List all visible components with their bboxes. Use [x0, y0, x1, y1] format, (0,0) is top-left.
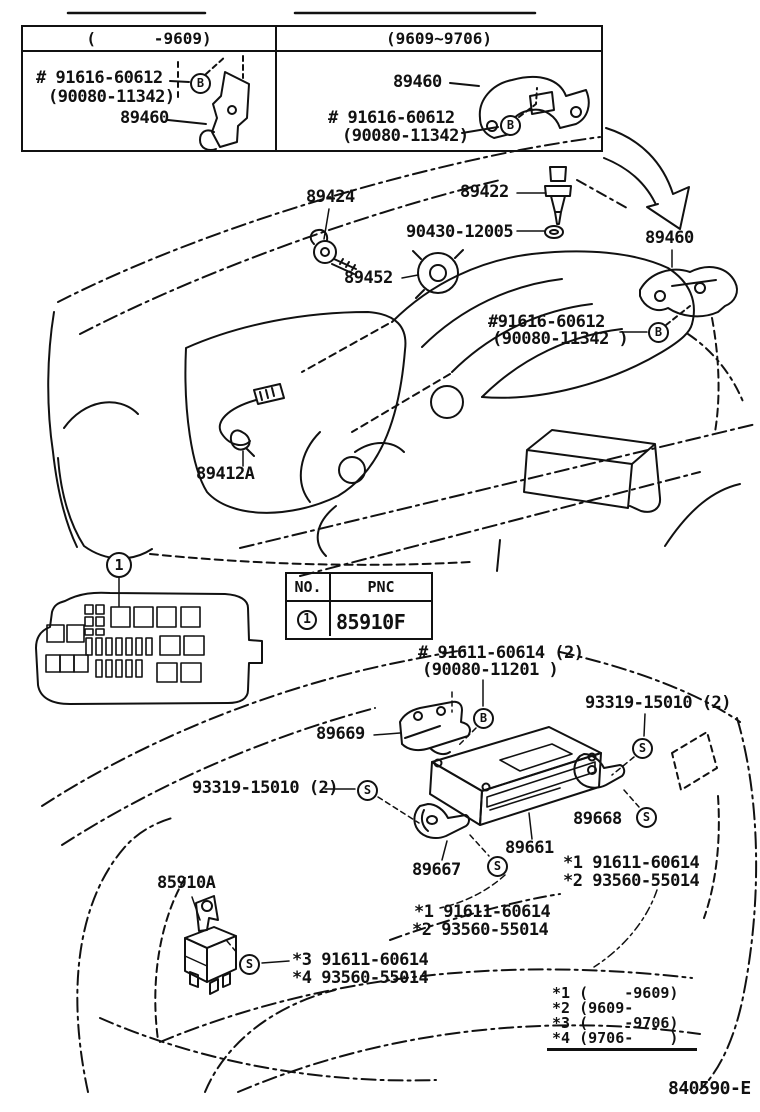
callout-1-row: 1	[297, 610, 317, 630]
fuse-box-drawing	[35, 577, 263, 705]
part-label-screws-mid-1: *1 91611-60614	[414, 902, 551, 922]
part-label-89452: 89452	[344, 268, 393, 288]
ecu-89661-drawing	[429, 726, 602, 826]
part-label-bolt-engine: #91616-60612	[488, 312, 605, 332]
fastener-symbol-b: B	[648, 322, 669, 343]
legend-row-3: *3 ( -9706)	[552, 1016, 678, 1031]
pnc-table: NO. PNC	[285, 572, 433, 640]
legend-mark: *4	[552, 1029, 571, 1047]
part-label-89424: 89424	[306, 187, 355, 207]
bracket-89668-drawing	[528, 753, 626, 840]
top-table-left-bracket-drawing	[167, 55, 250, 151]
part-label-89669: 89669	[316, 724, 365, 744]
legend-row-2: *2 (9609-	[552, 1001, 633, 1016]
legend-range: (9609-	[579, 999, 634, 1017]
part-label-bolt-early-sub: (90080-11342)	[48, 87, 175, 107]
sensor-89452-drawing	[401, 249, 464, 299]
part-label-bolt-late: # 91616-60612	[328, 108, 455, 128]
legend-row-1: *1 ( -9609)	[552, 986, 678, 1001]
oxygen-sensor-89412A-drawing	[219, 383, 285, 467]
fastener-symbol-s: S	[636, 807, 657, 828]
relay-85910A-drawing	[184, 895, 237, 995]
legend-mark: *2	[552, 999, 571, 1017]
legend-mark: *1	[552, 984, 571, 1002]
bracket-89669-drawing	[373, 700, 471, 756]
glove-box-dashed-rect	[671, 731, 718, 791]
fastener-symbol-b: B	[190, 73, 211, 94]
bracket-89460-engine-drawing	[619, 249, 738, 333]
part-label-91611-60614-top: # 91611-60614 (2)	[418, 643, 584, 663]
fastener-symbol-s: S	[357, 780, 378, 801]
leader-lines	[226, 679, 658, 968]
part-label-bolt-engine-sub: (90080-11342 )	[492, 329, 629, 349]
engine-compartment-drawing	[47, 136, 757, 577]
pnc-value-85910F: 85910F	[336, 610, 406, 634]
part-label-89460-engine: 89460	[645, 228, 694, 248]
fastener-symbol-b: B	[473, 708, 494, 729]
table-column-divider	[275, 52, 277, 150]
part-label-93319-right: 93319-15010 (2)	[585, 693, 732, 713]
fastener-symbol-s: S	[487, 856, 508, 877]
arrow-icon	[603, 127, 690, 230]
sensor-89422-drawing	[516, 166, 572, 225]
legend-range: ( -9706)	[579, 1014, 679, 1032]
part-label-screws-mid-2: *2 93560-55014	[412, 920, 549, 940]
bracket-89667-drawing	[413, 803, 470, 861]
fastener-symbol-s: S	[239, 954, 260, 975]
part-label-screws-right-2: *2 93560-55014	[563, 871, 700, 891]
gasket-90430-drawing	[516, 225, 564, 239]
part-label-93319-left: 93319-15010 (2)	[192, 778, 339, 798]
legend-row-4: *4 (9706- )	[552, 1031, 678, 1046]
legend-mark: *3	[552, 1014, 571, 1032]
legend-underline	[547, 1048, 697, 1051]
fastener-symbol-s: S	[632, 738, 653, 759]
part-label-85910A: 85910A	[157, 873, 216, 893]
applicability-header-early: ( -9609)	[23, 27, 277, 50]
part-label-89460-early: 89460	[120, 108, 169, 128]
part-label-screws-relay-2: *4 93560-55014	[292, 968, 429, 988]
part-label-89412A: 89412A	[196, 464, 255, 484]
part-label-screws-right-1: *1 91611-60614	[563, 853, 700, 873]
part-label-89667: 89667	[412, 860, 461, 880]
part-label-89422: 89422	[460, 182, 509, 202]
part-label-89460-late: 89460	[393, 72, 442, 92]
legend-range: ( -9609)	[579, 984, 679, 1002]
sensor-89424-drawing	[309, 208, 357, 275]
part-label-90430-12005: 90430-12005	[406, 222, 514, 242]
part-label-bolt-early: # 91616-60612	[36, 68, 163, 88]
part-label-bolt-late-sub: (90080-11342)	[342, 126, 469, 146]
part-label-screws-relay-1: *3 91611-60614	[292, 950, 429, 970]
part-label-89661: 89661	[505, 838, 554, 858]
part-label-90080-11201: (90080-11201 )	[422, 660, 559, 680]
applicability-table: ( -9609) (9609~9706)	[21, 25, 603, 152]
figure-code: 840590-E	[668, 1078, 751, 1099]
pnc-table-header-pnc: PNC	[367, 578, 395, 596]
instrument-panel-drawing	[41, 649, 758, 1093]
top-table-right-clamp-drawing	[449, 75, 590, 139]
callout-1: 1	[106, 552, 132, 578]
pnc-table-divider	[329, 602, 331, 636]
pnc-table-header-no: NO.	[287, 574, 331, 600]
fastener-symbol-b: B	[500, 115, 521, 136]
applicability-header-late: (9609~9706)	[386, 29, 492, 48]
part-label-89668: 89668	[573, 809, 622, 829]
legend-range: (9706- )	[579, 1029, 679, 1047]
